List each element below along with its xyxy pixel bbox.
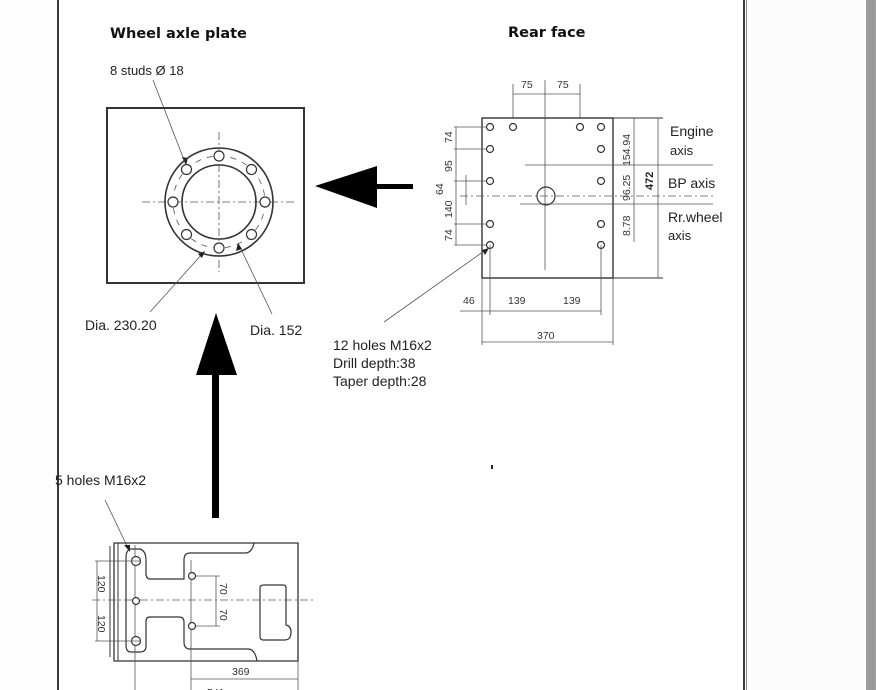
stud-hole [213, 242, 225, 254]
overall-width-370: 370 [537, 330, 555, 342]
bracket-cutout-profile [125, 542, 258, 662]
holes-note-leader [383, 248, 488, 323]
inner-dia-label: Dia. 152 [250, 322, 302, 338]
page-right-border [743, 0, 745, 690]
arrow-head-left [315, 166, 377, 208]
engine-axis-label-1: Engine [670, 123, 714, 139]
rear-face-outline [481, 117, 614, 279]
right-dim-8-78: 8.78 [621, 215, 633, 236]
rear-wheel-axis-label-1: Rr.wheel [668, 209, 722, 225]
stud-hole [167, 196, 179, 208]
bracket-dim-120-top: 120 [95, 575, 107, 593]
bracket-holes-label: 5 holes M16x2 [55, 472, 146, 488]
wheel-axle-plate-view: Wheel axle plate 8 studs Ø 18 Dia. 230.2… [85, 26, 305, 338]
bottom-dim-46: 46 [463, 295, 475, 307]
up-pointing-arrow [196, 313, 237, 518]
outer-dia-leader [149, 252, 204, 313]
scrollbar-thumb[interactable] [867, 0, 875, 690]
left-dim-74-bottom: 74 [443, 229, 455, 241]
stud-hole [180, 228, 193, 241]
studs-label: 8 studs Ø 18 [110, 63, 184, 78]
wheel-axle-plate-title: Wheel axle plate [110, 26, 247, 42]
holes-note-line-2: Drill depth:38 [333, 355, 416, 371]
inner-bore-circle [181, 164, 257, 240]
mount-hole [485, 176, 495, 186]
bracket-dim-369: 369 [232, 666, 250, 678]
stud-holes [167, 150, 271, 254]
left-pointing-arrow [315, 166, 413, 208]
outer-dia-label: Dia. 230.20 [85, 317, 157, 333]
bracket-dim-541: 541 [207, 687, 225, 690]
bottom-dim-139-left: 139 [508, 295, 526, 307]
bracket-dim-120-bottom: 120 [95, 615, 107, 633]
rear-face-holes [485, 122, 606, 250]
bottom-dim-139-right: 139 [563, 295, 581, 307]
page-left-border [57, 0, 59, 690]
mount-hole [596, 122, 606, 132]
bracket-outline [113, 542, 299, 662]
mount-hole [485, 144, 495, 154]
page-shadow [746, 0, 747, 690]
mount-hole [485, 219, 495, 229]
left-dim-140: 140 [443, 200, 455, 218]
left-dim-95: 95 [443, 160, 455, 172]
outer-flange-circle [164, 147, 274, 257]
outer-dia-arrow [198, 251, 205, 258]
arrow-shaft-up [212, 374, 219, 518]
bp-axis-label: BP axis [668, 175, 715, 191]
right-dim-96-25: 96.25 [621, 175, 633, 201]
left-dim-74-top: 74 [443, 131, 455, 143]
holes-note-line-3: Taper depth:28 [333, 373, 427, 389]
mount-hole [596, 176, 606, 186]
document-page [59, 0, 743, 690]
stud-hole [245, 228, 258, 241]
mount-hole [575, 122, 585, 132]
rear-wheel-axis-label-2: axis [668, 228, 692, 243]
center-bore [536, 186, 556, 206]
bracket-slot [259, 584, 292, 641]
bracket-hole [187, 621, 197, 631]
arrow-shaft-left [376, 184, 413, 189]
side-bracket-view: 5 holes M16x2 120 120 70 70 369 541 [55, 472, 315, 690]
stud-hole [259, 196, 271, 208]
holes-note-line-1: 12 holes M16x2 [333, 337, 432, 353]
mount-hole [596, 219, 606, 229]
bracket-hole [187, 571, 197, 581]
bracket-dim-70-top: 70 [217, 583, 229, 595]
inner-dia-arrow [236, 243, 242, 251]
arrow-head-up [196, 313, 237, 375]
engine-axis-label-2: axis [670, 143, 694, 158]
top-dim-left: 75 [521, 79, 533, 91]
top-dim-right: 75 [557, 79, 569, 91]
bracket-dim-70-bottom: 70 [217, 609, 229, 621]
plate-outline [106, 107, 305, 284]
studs-leader-line [152, 79, 187, 166]
left-dim-64: 64 [434, 183, 446, 195]
right-dim-154-94: 154.94 [621, 134, 633, 166]
mount-hole [596, 144, 606, 154]
stud-hole [213, 150, 225, 162]
holes-note-arrow [482, 248, 489, 255]
bracket-hole [131, 596, 141, 606]
inner-dia-leader [239, 246, 273, 315]
bracket-holes-leader [104, 499, 129, 549]
mount-hole [508, 122, 518, 132]
viewer-gutter [747, 0, 866, 690]
stud-hole [245, 163, 258, 176]
rear-face-view: Rear face 75 75 [333, 25, 722, 389]
rear-face-title: Rear face [508, 25, 586, 41]
mount-hole [485, 122, 495, 132]
overall-height-472: 472 [644, 172, 656, 190]
stray-mark [491, 465, 493, 469]
stud-hole [180, 163, 193, 176]
